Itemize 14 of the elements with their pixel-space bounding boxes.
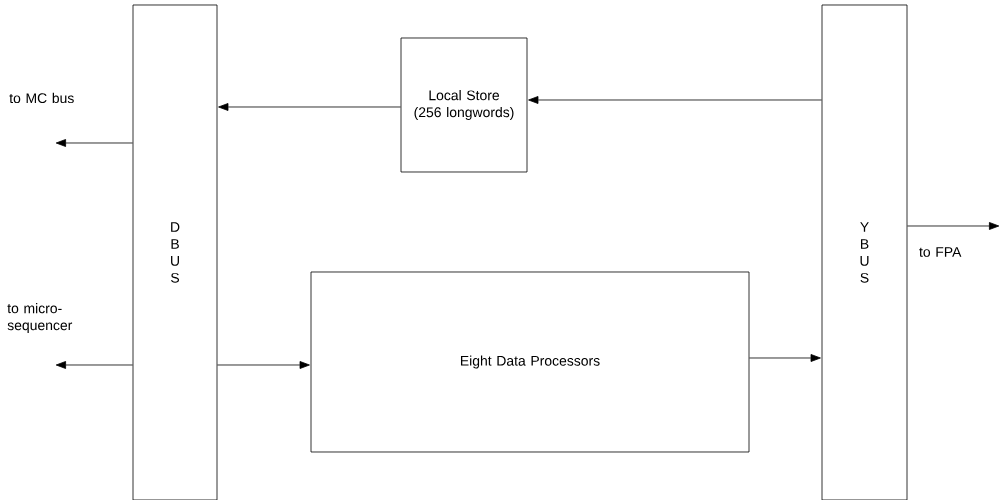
- bus-bar: D B U S: [132, 4, 218, 500]
- bus-bar: Y B U S: [821, 4, 908, 500]
- processor-box: Eight Data Processors: [310, 271, 750, 453]
- arrow: [749, 354, 821, 362]
- arrow: [907, 222, 1000, 230]
- arrow: [217, 361, 310, 369]
- arrow: [528, 96, 822, 104]
- edge-label: to MC bus: [9, 92, 74, 104]
- arrow: [55, 139, 133, 147]
- edge-label: to FPA: [919, 247, 962, 257]
- arrow: [55, 361, 133, 369]
- arrow: [218, 103, 401, 111]
- edge-label: to micro- sequencer: [7, 303, 73, 333]
- store-box: Local Store (256 longwords): [400, 37, 528, 173]
